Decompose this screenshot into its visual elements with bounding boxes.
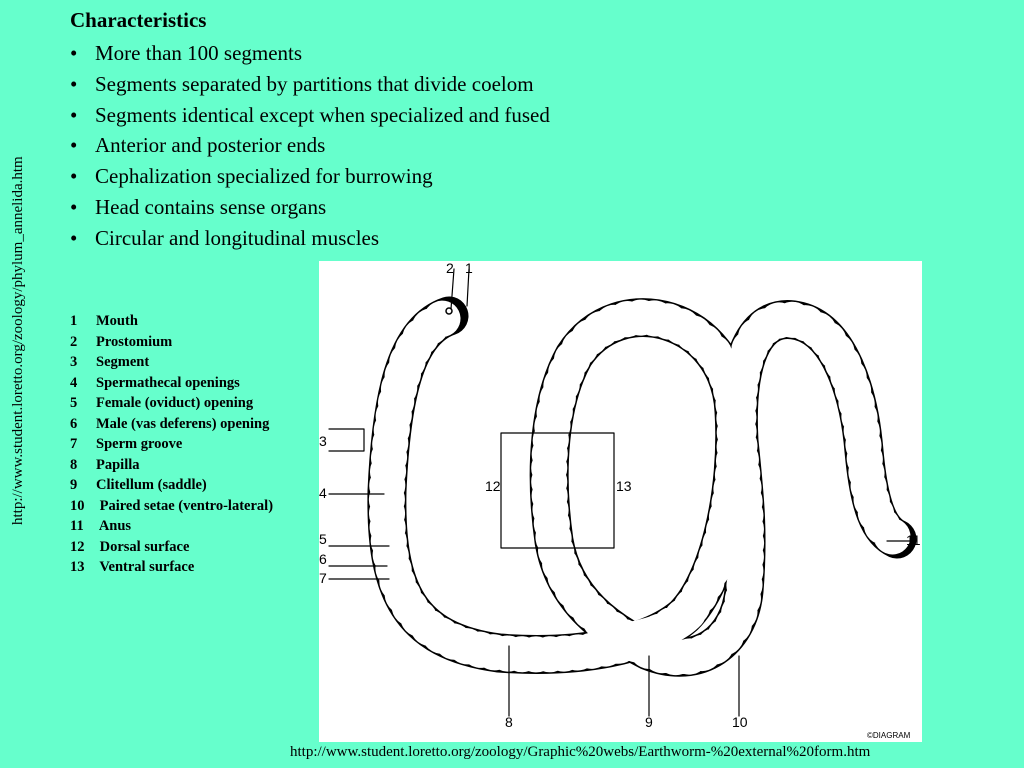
characteristic-item: •Cephalization specialized for burrowing bbox=[70, 161, 550, 192]
characteristics-heading: Characteristics bbox=[70, 8, 206, 33]
diagram-label: 13 bbox=[616, 478, 632, 494]
diagram-label: 4 bbox=[319, 485, 327, 501]
characteristic-text: Segments separated by partitions that di… bbox=[95, 72, 534, 96]
diagram-label: 8 bbox=[505, 714, 513, 730]
characteristic-item: •Head contains sense organs bbox=[70, 192, 550, 223]
characteristic-item: •More than 100 segments bbox=[70, 38, 550, 69]
characteristic-item: •Segments separated by partitions that d… bbox=[70, 69, 550, 100]
diagram-label: 10 bbox=[732, 714, 748, 730]
legend-number: 7 bbox=[70, 434, 96, 455]
legend-item: 11 Anus bbox=[70, 516, 273, 537]
bullet-glyph: • bbox=[70, 223, 95, 254]
characteristic-item: •Anterior and posterior ends bbox=[70, 130, 550, 161]
diagram-label: 3 bbox=[319, 433, 327, 449]
legend-item: 13 Ventral surface bbox=[70, 557, 273, 578]
diagram-label: 5 bbox=[319, 531, 327, 547]
legend-label: Mouth bbox=[96, 313, 138, 329]
legend-label: Ventral surface bbox=[96, 559, 194, 575]
legend-number: 2 bbox=[70, 332, 96, 353]
legend-label: Segment bbox=[96, 354, 149, 370]
legend-label: Female (oviduct) opening bbox=[96, 395, 253, 411]
diagram-label: 11 bbox=[906, 532, 921, 548]
legend-number: 9 bbox=[70, 475, 96, 496]
legend-label: Anus bbox=[96, 518, 131, 534]
bullet-glyph: • bbox=[70, 192, 95, 223]
legend-item: 10 Paired setae (ventro-lateral) bbox=[70, 496, 273, 517]
legend-number: 3 bbox=[70, 352, 96, 373]
legend-number: 6 bbox=[70, 414, 96, 435]
characteristic-item: •Segments identical except when speciali… bbox=[70, 100, 550, 131]
diagram-label: 6 bbox=[319, 551, 327, 567]
diagram-label: 12 bbox=[485, 478, 501, 494]
characteristic-text: Circular and longitudinal muscles bbox=[95, 226, 379, 250]
legend-label: Male (vas deferens) opening bbox=[96, 416, 269, 432]
legend-number: 4 bbox=[70, 373, 96, 394]
bullet-glyph: • bbox=[70, 38, 95, 69]
diagram-label: 2 bbox=[446, 261, 454, 276]
clitellum-saddle bbox=[619, 613, 689, 641]
diagram-label: 7 bbox=[319, 570, 327, 586]
characteristic-text: More than 100 segments bbox=[95, 41, 302, 65]
worm-body-outline bbox=[387, 316, 897, 657]
diagram-watermark: ©DIAGRAM bbox=[867, 731, 911, 740]
earthworm-illustration: 2 1 3 4 5 6 7 12 13 8 9 10 11 ©DIAGRAM bbox=[319, 261, 922, 742]
legend-label: Spermathecal openings bbox=[96, 375, 240, 391]
legend-number: 1 bbox=[70, 311, 96, 332]
worm-body-fill bbox=[387, 316, 897, 657]
side-source-link[interactable]: http://www.student.loretto.org/zoology/p… bbox=[10, 156, 27, 525]
legend-number: 11 bbox=[70, 516, 96, 537]
legend-number: 8 bbox=[70, 455, 96, 476]
characteristic-text: Cephalization specialized for burrowing bbox=[95, 164, 433, 188]
characteristic-item: •Circular and longitudinal muscles bbox=[70, 223, 550, 254]
bullet-glyph: • bbox=[70, 161, 95, 192]
legend-item: 12 Dorsal surface bbox=[70, 537, 273, 558]
characteristics-list: •More than 100 segments •Segments separa… bbox=[70, 38, 550, 254]
legend-number: 5 bbox=[70, 393, 96, 414]
diagram-label: 1 bbox=[465, 261, 473, 276]
bullet-glyph: • bbox=[70, 69, 95, 100]
legend-number: 10 bbox=[70, 496, 96, 517]
bullet-glyph: • bbox=[70, 130, 95, 161]
characteristic-text: Anterior and posterior ends bbox=[95, 133, 325, 157]
figure-source-link[interactable]: http://www.student.loretto.org/zoology/G… bbox=[290, 744, 870, 761]
earthworm-diagram: 2 1 3 4 5 6 7 12 13 8 9 10 11 ©DIAGRAM bbox=[319, 261, 922, 742]
diagram-label: 9 bbox=[645, 714, 653, 730]
legend-label: Clitellum (saddle) bbox=[96, 477, 207, 493]
legend-label: Sperm groove bbox=[96, 436, 182, 452]
characteristic-text: Head contains sense organs bbox=[95, 195, 326, 219]
legend-number: 13 bbox=[70, 557, 96, 578]
legend-label: Prostomium bbox=[96, 334, 172, 350]
legend-label: Dorsal surface bbox=[96, 539, 189, 555]
legend-number: 12 bbox=[70, 537, 96, 558]
worm-segment-ridges bbox=[387, 316, 897, 657]
bullet-glyph: • bbox=[70, 100, 95, 131]
leader-line bbox=[329, 429, 364, 451]
characteristic-text: Segments identical except when specializ… bbox=[95, 103, 550, 127]
legend-label: Paired setae (ventro-lateral) bbox=[96, 498, 273, 514]
legend-label: Papilla bbox=[96, 457, 140, 473]
